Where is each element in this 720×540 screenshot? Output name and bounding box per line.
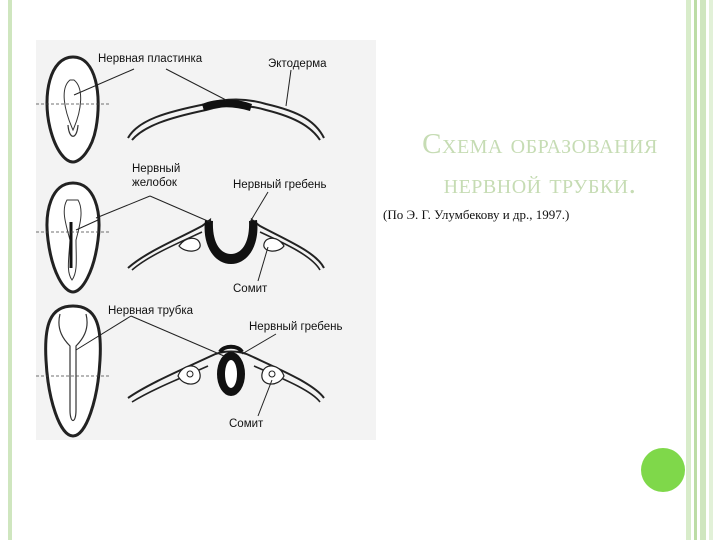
slide-title: Схема образования нервной трубки. — [370, 124, 710, 204]
label-neural-groove-line2: желобок — [132, 177, 178, 189]
right-decorative-stripes — [686, 0, 720, 540]
neural-tube-diagram: Нервная пластинка Эктодерма Нервный жело… — [36, 40, 376, 440]
stage-neural-plate: Нервная пластинка Эктодерма — [36, 53, 327, 164]
left-border — [8, 0, 12, 540]
label-ectoderm: Эктодерма — [268, 58, 327, 70]
slide-title-line2: нервной трубки. — [443, 168, 637, 200]
stage-neural-tube: Нервная трубка Нервный гребень Сомит — [36, 304, 343, 438]
stage-neural-groove: Нервный желобок Нервный гребень Сомит — [36, 163, 327, 295]
label-neural-crest-2: Нервный гребень — [249, 321, 343, 333]
label-neural-plate: Нервная пластинка — [98, 53, 203, 65]
label-neural-groove-line1: Нервный — [132, 163, 180, 175]
label-neural-tube: Нервная трубка — [108, 305, 194, 317]
green-circle-decoration — [641, 448, 685, 492]
citation: (По Э. Г. Улумбекову и др., 1997.) — [383, 207, 570, 222]
label-somite-2: Сомит — [229, 418, 264, 430]
label-somite-1: Сомит — [233, 283, 268, 295]
label-neural-crest-1: Нервный гребень — [233, 179, 327, 191]
slide-title-line1: Схема образования — [422, 128, 658, 160]
